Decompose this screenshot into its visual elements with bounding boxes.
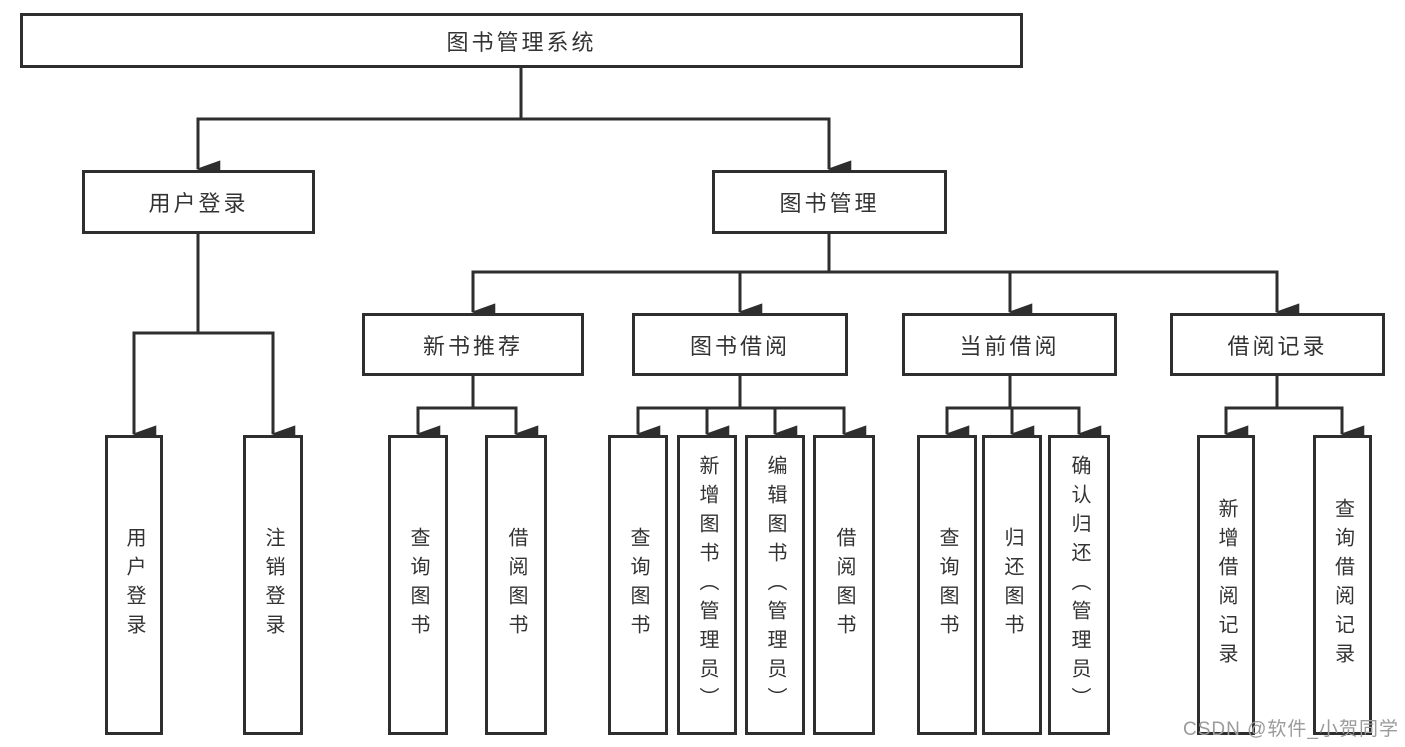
node-borrowing-records: 借阅记录: [1170, 313, 1385, 376]
node-user-login: 用户登录: [82, 170, 315, 234]
leaf-query-books-current: 查询图书: [917, 435, 977, 735]
leaf-query-books-borrowing: 查询图书: [608, 435, 668, 735]
node-book-management: 图书管理: [712, 170, 947, 234]
connector-skeleton: [132, 66, 1344, 410]
leaf-edit-books-admin: 编辑图书（管理员）: [745, 435, 805, 735]
leaf-return-books: 归还图书: [982, 435, 1042, 735]
leaf-add-borrow-record: 新增借阅记录: [1197, 435, 1255, 735]
connector-arrows: [132, 119, 1365, 443]
node-current-borrowing: 当前借阅: [902, 313, 1117, 376]
leaf-user-login: 用户登录: [105, 435, 163, 735]
csdn-watermark: CSDN @软件_小贺同学: [1183, 719, 1399, 740]
node-library-management-system: 图书管理系统: [20, 13, 1023, 68]
leaf-borrow-books: 借阅图书: [813, 435, 875, 735]
node-book-borrowing: 图书借阅: [632, 313, 848, 376]
leaf-add-books-admin: 新增图书（管理员）: [677, 435, 737, 735]
leaf-query-borrow-record: 查询借阅记录: [1313, 435, 1372, 735]
leaf-confirm-return-admin: 确认归还（管理员）: [1048, 435, 1110, 735]
leaf-borrow-books-recommend: 借阅图书: [485, 435, 547, 735]
leaf-query-books-recommend: 查询图书: [388, 435, 448, 735]
node-new-book-recommend: 新书推荐: [362, 313, 584, 376]
leaf-logout: 注销登录: [243, 435, 303, 735]
